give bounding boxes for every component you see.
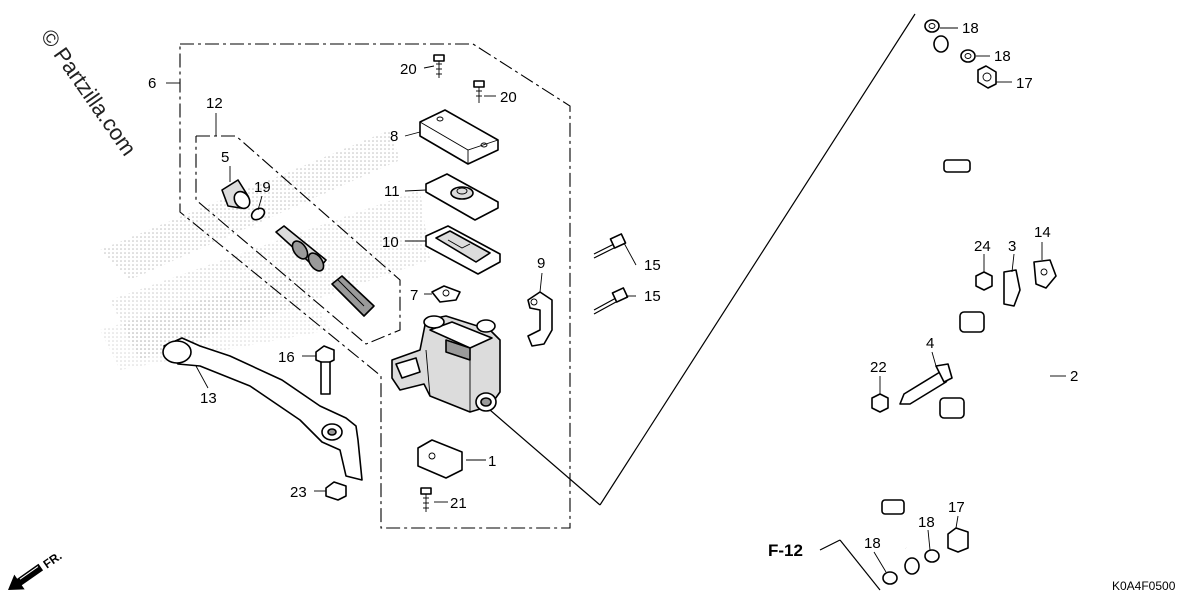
f12-leader-b — [839, 539, 881, 591]
callout-3: 3 — [1008, 238, 1016, 255]
callout-14: 14 — [1034, 224, 1051, 241]
callout-9: 9 — [537, 255, 545, 272]
callout-16: 16 — [278, 349, 295, 366]
piston — [275, 225, 327, 272]
washer-18-bottom-a — [924, 549, 940, 563]
washer-18-bottom-b — [882, 571, 898, 585]
callout-6: 6 — [148, 75, 156, 92]
diaphragm-plate — [425, 173, 499, 221]
screw-20-right — [473, 80, 485, 103]
screw-20-left — [433, 54, 445, 78]
front-arrow: FR. — [8, 549, 65, 590]
oil-bolt-17-bottom — [947, 527, 969, 553]
bolt-24 — [975, 271, 993, 291]
pivot-bolt — [315, 345, 335, 395]
switch-screw — [420, 487, 432, 512]
front-arrow-label: FR. — [41, 549, 65, 572]
callout-leaders — [166, 27, 1066, 573]
nut-22 — [871, 393, 889, 413]
callout-11: 11 — [384, 183, 400, 200]
holder-clamp — [527, 291, 553, 347]
washer-18-top-a — [924, 19, 940, 33]
callout-8: 8 — [390, 128, 398, 145]
reservoir-cap — [419, 109, 499, 165]
piston-set-outline — [195, 135, 401, 345]
callout-numbers: 6 12 5 19 20 20 8 11 10 7 9 15 15 16 13 … — [148, 20, 1078, 552]
callout-22: 22 — [870, 359, 887, 376]
bolt-15-upper — [593, 233, 627, 259]
brake-switch — [417, 439, 463, 479]
callout-18-top-a: 18 — [962, 20, 979, 37]
callout-21: 21 — [450, 495, 467, 512]
f12-leader-a — [819, 539, 841, 551]
master-cylinder-body — [391, 315, 501, 413]
callout-15-lower: 15 — [644, 288, 661, 305]
reference-f12: F-12 — [768, 541, 803, 560]
hose-leader-top — [489, 409, 601, 506]
diagram-code: K0A4F0500 — [1112, 579, 1176, 593]
callout-19: 19 — [254, 179, 271, 196]
callout-13: 13 — [200, 390, 217, 407]
callout-15-upper: 15 — [644, 257, 661, 274]
bolt-15-lower — [593, 287, 629, 315]
circlip — [250, 207, 266, 221]
brake-lever — [162, 337, 363, 481]
callout-20-right: 20 — [500, 89, 517, 106]
assembly-outline — [179, 43, 571, 529]
callout-18-bottom-a: 18 — [918, 514, 935, 531]
callout-20-left: 20 — [400, 61, 417, 78]
guide-4 — [899, 363, 953, 405]
oil-bolt-17-top — [977, 65, 997, 89]
diaphragm — [425, 225, 501, 275]
callout-18-bottom-b: 18 — [864, 535, 881, 552]
callout-17-bottom: 17 — [948, 499, 965, 516]
callout-10: 10 — [382, 234, 399, 251]
callout-5: 5 — [221, 149, 229, 166]
callout-2: 2 — [1070, 368, 1078, 385]
callout-4: 4 — [926, 335, 934, 352]
boot — [221, 179, 251, 210]
callout-18-top-b: 18 — [994, 48, 1011, 65]
spring — [331, 275, 375, 317]
hose-leader-long — [599, 13, 916, 506]
callout-24: 24 — [974, 238, 991, 255]
callout-12: 12 — [206, 95, 223, 112]
callout-23: 23 — [290, 484, 307, 501]
float-clip — [431, 285, 461, 303]
brake-hose — [881, 35, 1050, 575]
callout-1: 1 — [488, 453, 496, 470]
clamp-14 — [1033, 259, 1057, 289]
clamp-3 — [1003, 269, 1021, 307]
background-shading — [100, 130, 430, 370]
callout-7: 7 — [410, 287, 418, 304]
callout-17-top: 17 — [1016, 75, 1033, 92]
watermark: © Partzilla.com — [36, 25, 142, 161]
pivot-nut — [325, 481, 347, 501]
washer-18-top-b — [960, 49, 976, 63]
